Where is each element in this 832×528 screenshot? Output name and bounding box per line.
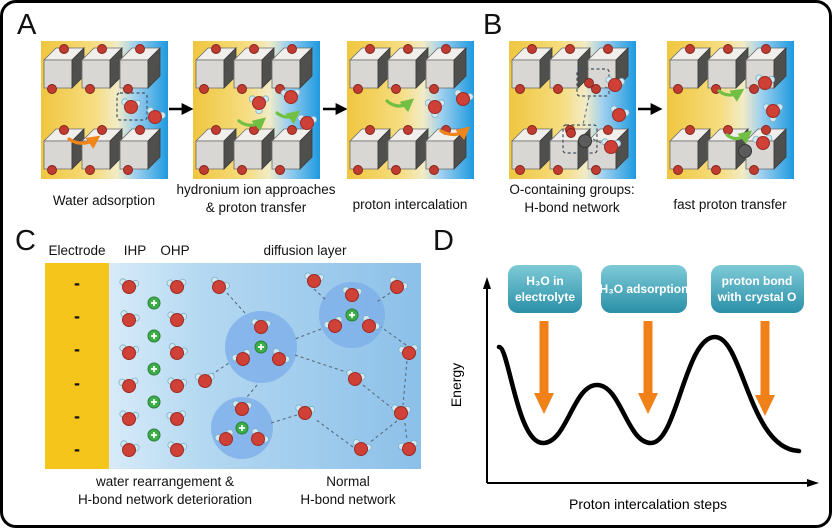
step-box-proton-bond-crystal-o: proton bond with crystal O — [711, 265, 804, 313]
h-bond — [582, 96, 590, 126]
panel-a-step1-image — [41, 41, 168, 179]
panel-b-letter: B — [483, 9, 503, 41]
minus-charge: - — [74, 438, 80, 459]
h-bond — [604, 86, 612, 90]
caption-line: & proton transfer — [205, 199, 307, 215]
h-bond — [592, 138, 606, 146]
energy-curve — [496, 334, 802, 454]
caption-proton-intercalation: proton intercalation — [352, 197, 468, 212]
minus-charge: - — [74, 306, 80, 327]
crystal-proton-intercalation-illustration — [347, 41, 475, 179]
step-box-line: with crystal O — [717, 290, 797, 304]
caption-line: H-bond network — [524, 199, 620, 215]
step-down-arrow-3 — [755, 321, 775, 416]
panel-c-letter: C — [15, 225, 36, 257]
crystal-water-adsorption-illustration — [41, 41, 168, 179]
caption-line: O-containing groups: — [509, 182, 635, 197]
electrode-bar: - - - - - - — [45, 263, 109, 469]
caption-o-containing-groups: O-containing groups: H-bond network — [489, 181, 655, 217]
panel-a-letter: A — [17, 9, 37, 41]
step-box-h3o-adsorption: H₃O adsorption — [600, 265, 689, 313]
caption-line: Normal — [326, 474, 370, 489]
minus-charge: - — [74, 339, 80, 360]
step-arrow-a2 — [322, 102, 352, 121]
ohp-label: OHP — [160, 243, 190, 258]
step-arrow-b1 — [637, 102, 667, 121]
step-down-arrow-2 — [638, 321, 658, 414]
step-down-arrow-1 — [534, 321, 554, 414]
y-axis-arrowhead — [483, 277, 491, 289]
x-axis-label: Proton intercalation steps — [569, 496, 727, 512]
green-transfer-arrow — [385, 98, 415, 113]
caption-line: water rearrangement & — [95, 474, 235, 489]
crystal-hbond-network-illustration — [509, 41, 636, 179]
y-axis-label: Energy — [448, 363, 464, 407]
ihp-label: IHP — [123, 243, 147, 258]
step-box-line: H₃O adsorption — [600, 282, 689, 296]
caption-fast-proton-transfer: fast proton transfer — [673, 197, 787, 212]
panel-a-step3-image — [347, 41, 475, 179]
green-transfer-arrow — [237, 117, 267, 132]
caption-line: hydronium ion approaches — [176, 182, 336, 197]
green-transfer-arrow — [717, 88, 745, 102]
electrolyte-illustration — [109, 263, 421, 469]
step-arrow-a1 — [168, 102, 198, 121]
panel-d-letter: D — [433, 225, 454, 257]
orange-transfer-arrow — [67, 135, 101, 149]
caption-water-rearrangement: water rearrangement & H-bond network det… — [73, 473, 257, 509]
h-bond-network — [210, 288, 408, 448]
crystal-slab-bottom — [196, 126, 312, 175]
crystal-slab-bottom — [670, 126, 786, 175]
caption-line: H-bond network — [300, 491, 396, 507]
electrode-label: Electrode — [48, 243, 106, 258]
crystal-fast-proton-transfer-illustration — [667, 41, 794, 179]
crystal-slab-bottom — [44, 126, 160, 175]
panel-b-step1-image — [509, 41, 636, 179]
orange-transfer-arrow — [439, 126, 471, 141]
green-transfer-arrow — [725, 130, 753, 145]
crystal-proton-transfer-illustration — [193, 41, 320, 179]
oxygen-atom — [584, 78, 594, 88]
caption-water-adsorption: Water adsorption — [52, 193, 156, 208]
panel-a-step2-image — [193, 41, 320, 179]
crystal-slab-top — [44, 45, 160, 94]
crystal-slab-top — [350, 45, 466, 94]
crystal-slab-top — [196, 45, 312, 94]
diffusion-layer-label: diffusion layer — [263, 243, 347, 258]
minus-charge: - — [74, 372, 80, 393]
dashed-highlight-box — [116, 92, 148, 121]
minus-charge: - — [74, 405, 80, 426]
minus-charge: - — [74, 273, 80, 293]
caption-line: H-bond network deterioration — [77, 491, 253, 507]
step-box-line: proton bond — [722, 274, 793, 288]
x-axis-arrowhead — [807, 479, 819, 487]
oxygen-atom — [566, 128, 576, 138]
metal-atom — [738, 144, 752, 158]
green-transfer-arrow — [275, 110, 301, 125]
plot-axes — [483, 277, 819, 487]
step-box-h3o-in-electrolyte: H₃O in electrolyte — [508, 265, 582, 313]
dashed-highlight-box — [562, 124, 598, 154]
caption-normal-hbond-network: Normal H-bond network — [288, 473, 408, 509]
metal-atom — [578, 134, 592, 148]
step-box-line: H₃O in — [526, 274, 564, 288]
panel-b-step2-image — [667, 41, 794, 179]
energy-plot-svg: Energy Proton intercalation steps H₃O in — [448, 265, 819, 512]
step-box-line: electrolyte — [515, 290, 575, 304]
caption-hydronium-approaches: hydronium ion approaches & proton transf… — [173, 181, 339, 217]
electrolyte-region — [109, 263, 421, 474]
energy-landscape-plot: Energy Proton intercalation steps H₃O in — [443, 251, 829, 525]
